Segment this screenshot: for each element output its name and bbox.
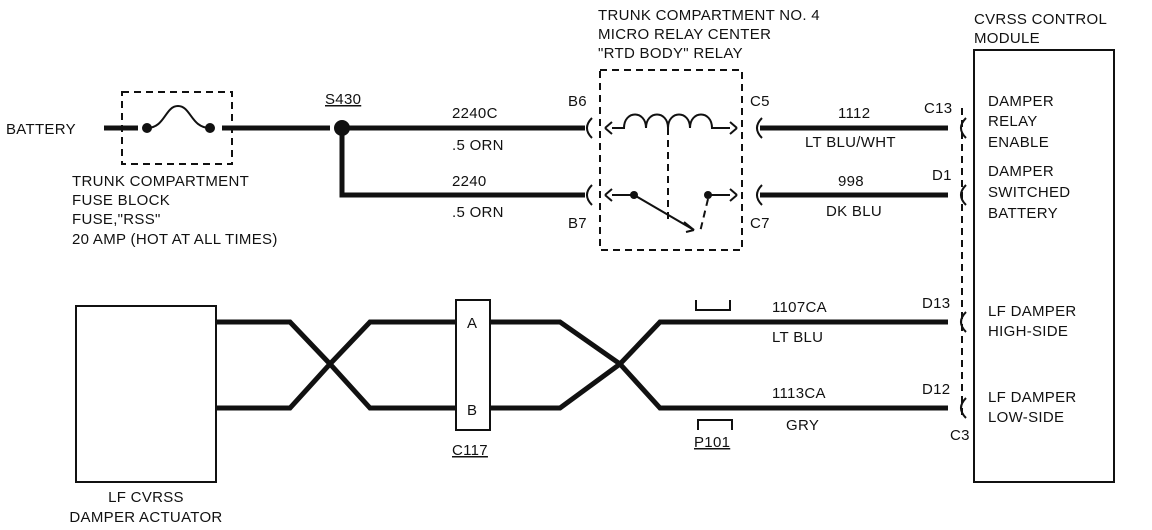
label-low-side-1: LF DAMPER	[988, 389, 1077, 406]
fuse-block-line1: TRUNK COMPARTMENT	[72, 173, 249, 190]
label-high-side-1: LF DAMPER	[988, 303, 1077, 320]
relay-center-outline	[599, 69, 743, 251]
connector-c7-arc	[756, 184, 763, 206]
wire-998-circuit: 998	[838, 173, 864, 190]
connector-b7-arc	[586, 184, 593, 206]
pin-d12-label: D12	[922, 381, 950, 398]
label-switched-battery-3: BATTERY	[988, 205, 1058, 222]
splice-label: S430	[325, 91, 361, 108]
relay-center-line3: "RTD BODY" RELAY	[598, 45, 743, 62]
module-title-line1: CVRSS CONTROL	[974, 11, 1107, 28]
wire-1112-circuit: 1112	[838, 105, 870, 122]
fuse-block-outline	[121, 91, 233, 165]
label-switched-battery-1: DAMPER	[988, 163, 1054, 180]
c117-pin-a: A	[467, 315, 477, 332]
relay-center-line1: TRUNK COMPARTMENT NO. 4	[598, 7, 820, 24]
wire-1107ca-color: LT BLU	[772, 329, 823, 346]
pin-b6-label: B6	[568, 93, 587, 110]
module-title-line2: MODULE	[974, 30, 1040, 47]
p101-label: P101	[694, 434, 730, 451]
wire-2240-gauge: .5 ORN	[452, 204, 504, 221]
c117-pin-b: B	[467, 402, 477, 419]
c117-label: C117	[452, 442, 488, 459]
wire-2240c-gauge: .5 ORN	[452, 137, 504, 154]
connector-c5-arc	[756, 117, 763, 139]
fuse-block-line3: FUSE,"RSS"	[72, 211, 161, 228]
p101-top-marker	[695, 300, 731, 311]
fuse-icon	[138, 104, 222, 134]
label-relay-enable-2: RELAY	[988, 113, 1038, 130]
label-low-side-2: LOW-SIDE	[988, 409, 1064, 426]
connector-d12-arc	[960, 397, 967, 419]
twisted-pair-a-wire-2	[490, 319, 948, 411]
pin-c5-label: C5	[750, 93, 770, 110]
wire-1113ca-circuit: 1113CA	[772, 385, 826, 402]
label-relay-enable-1: DAMPER	[988, 93, 1054, 110]
twisted-pair-b-wire-1	[216, 319, 456, 411]
wire-2240	[339, 128, 585, 198]
pin-c3-label: C3	[950, 427, 970, 444]
pin-d13-label: D13	[922, 295, 950, 312]
p101-bottom-marker	[697, 419, 733, 430]
label-relay-enable-3: ENABLE	[988, 134, 1049, 151]
actuator-line2: DAMPER ACTUATOR	[69, 509, 222, 526]
label-high-side-2: HIGH-SIDE	[988, 323, 1068, 340]
control-module-box	[973, 49, 1115, 483]
battery-label: BATTERY	[6, 121, 76, 138]
relay-center-line2: MICRO RELAY CENTER	[598, 26, 771, 43]
wire-998-color: DK BLU	[826, 203, 882, 220]
connector-c117-box	[455, 299, 491, 431]
relay-coil-icon	[604, 113, 738, 220]
twisted-pair-b-wire-2	[490, 319, 948, 411]
connector-d1-arc	[960, 184, 967, 206]
pin-d1-label: D1	[932, 167, 952, 184]
actuator-line1: LF CVRSS	[108, 489, 184, 506]
connector-b6-arc	[586, 117, 593, 139]
wire-1113ca-color: GRY	[786, 417, 819, 434]
fuse-block-line4: 20 AMP (HOT AT ALL TIMES)	[72, 231, 278, 248]
fuse-block-line2: FUSE BLOCK	[72, 192, 170, 209]
label-switched-battery-2: SWITCHED	[988, 184, 1070, 201]
pin-b7-label: B7	[568, 215, 587, 232]
wire-2240-circuit: 2240	[452, 173, 487, 190]
connector-d13-arc	[960, 311, 967, 333]
connector-c13-arc	[960, 117, 967, 139]
relay-switch-icon	[604, 188, 738, 233]
wire-2240c-circuit: 2240C	[452, 105, 498, 122]
wire-1107ca-circuit: 1107CA	[772, 299, 827, 316]
damper-actuator-box	[75, 305, 217, 483]
wire-1112-color: LT BLU/WHT	[805, 134, 896, 151]
pin-c7-label: C7	[750, 215, 770, 232]
pin-c13-label: C13	[924, 100, 952, 117]
twisted-pair-a-wire-1	[216, 319, 456, 411]
